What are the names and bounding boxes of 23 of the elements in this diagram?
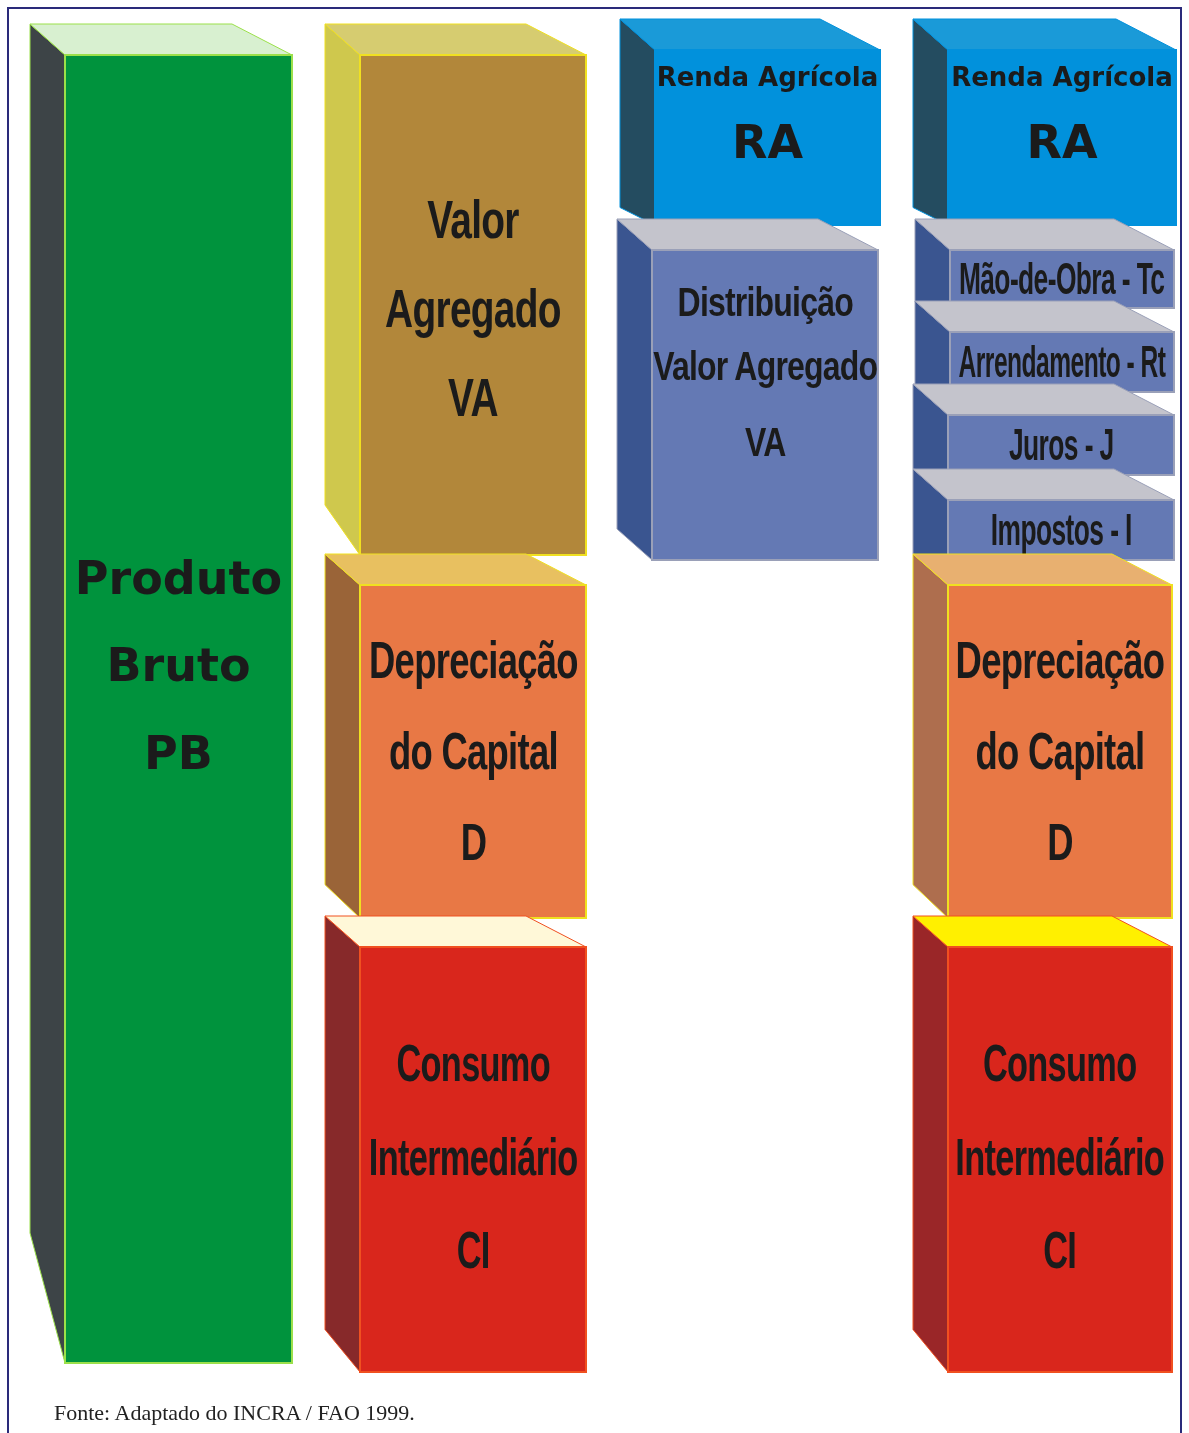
block-label: Distribuição Valor Agregado xyxy=(652,279,878,390)
block-abbreviation: RA xyxy=(1026,113,1098,171)
block-label: Depreciação do Capital xyxy=(367,630,579,782)
block-label: Mão-de-Obra - Tc xyxy=(959,257,1165,301)
block-abbreviation: CI xyxy=(1043,1220,1077,1282)
block-label: Consumo Intermediário xyxy=(954,1033,1166,1188)
block-label: Arrendamento - Rt xyxy=(958,340,1166,384)
block-abbreviation: RA xyxy=(732,113,803,171)
block-label: Juros - J xyxy=(1008,423,1114,467)
block-label: Renda Agrícola xyxy=(951,61,1173,94)
block-abbreviation: D xyxy=(1047,812,1073,873)
block-label: Produto Bruto xyxy=(73,550,284,695)
block-label: Consumo Intermediário xyxy=(367,1033,579,1188)
caption: Fonte: Adaptado do INCRA / FAO 1999. xyxy=(54,1400,415,1426)
block-abbreviation: CI xyxy=(456,1220,490,1282)
block-label: Depreciação do Capital xyxy=(954,630,1166,782)
block-abbreviation: PB xyxy=(144,724,213,782)
block-label: Impostos - I xyxy=(990,508,1132,552)
block-label: Valor Agregado xyxy=(384,188,562,341)
block-abbreviation: VA xyxy=(448,366,498,430)
block-abbreviation: VA xyxy=(744,419,786,466)
block-abbreviation: D xyxy=(460,812,486,873)
block-label: Renda Agrícola xyxy=(656,61,879,94)
